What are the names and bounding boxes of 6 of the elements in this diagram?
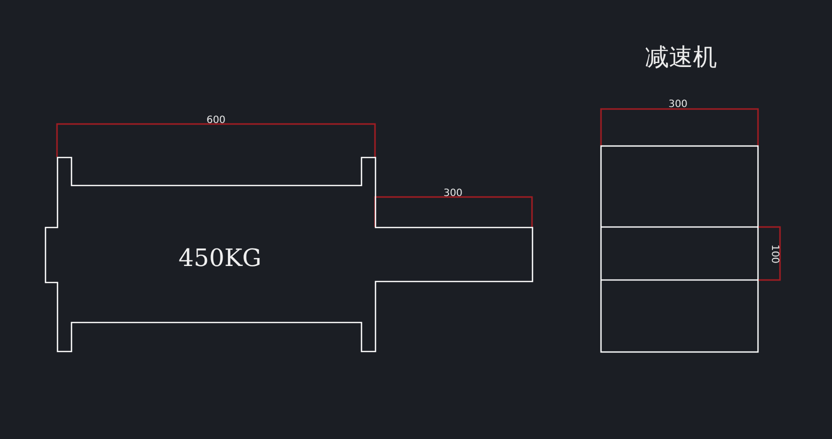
dimension-label: 100 (769, 244, 779, 264)
weight-label: 450KG (178, 244, 262, 272)
dimension-label: 300 (443, 189, 463, 199)
title: 减速机 (645, 43, 717, 71)
dimension-label: 300 (668, 100, 688, 110)
dimension-label: 600 (206, 116, 226, 126)
